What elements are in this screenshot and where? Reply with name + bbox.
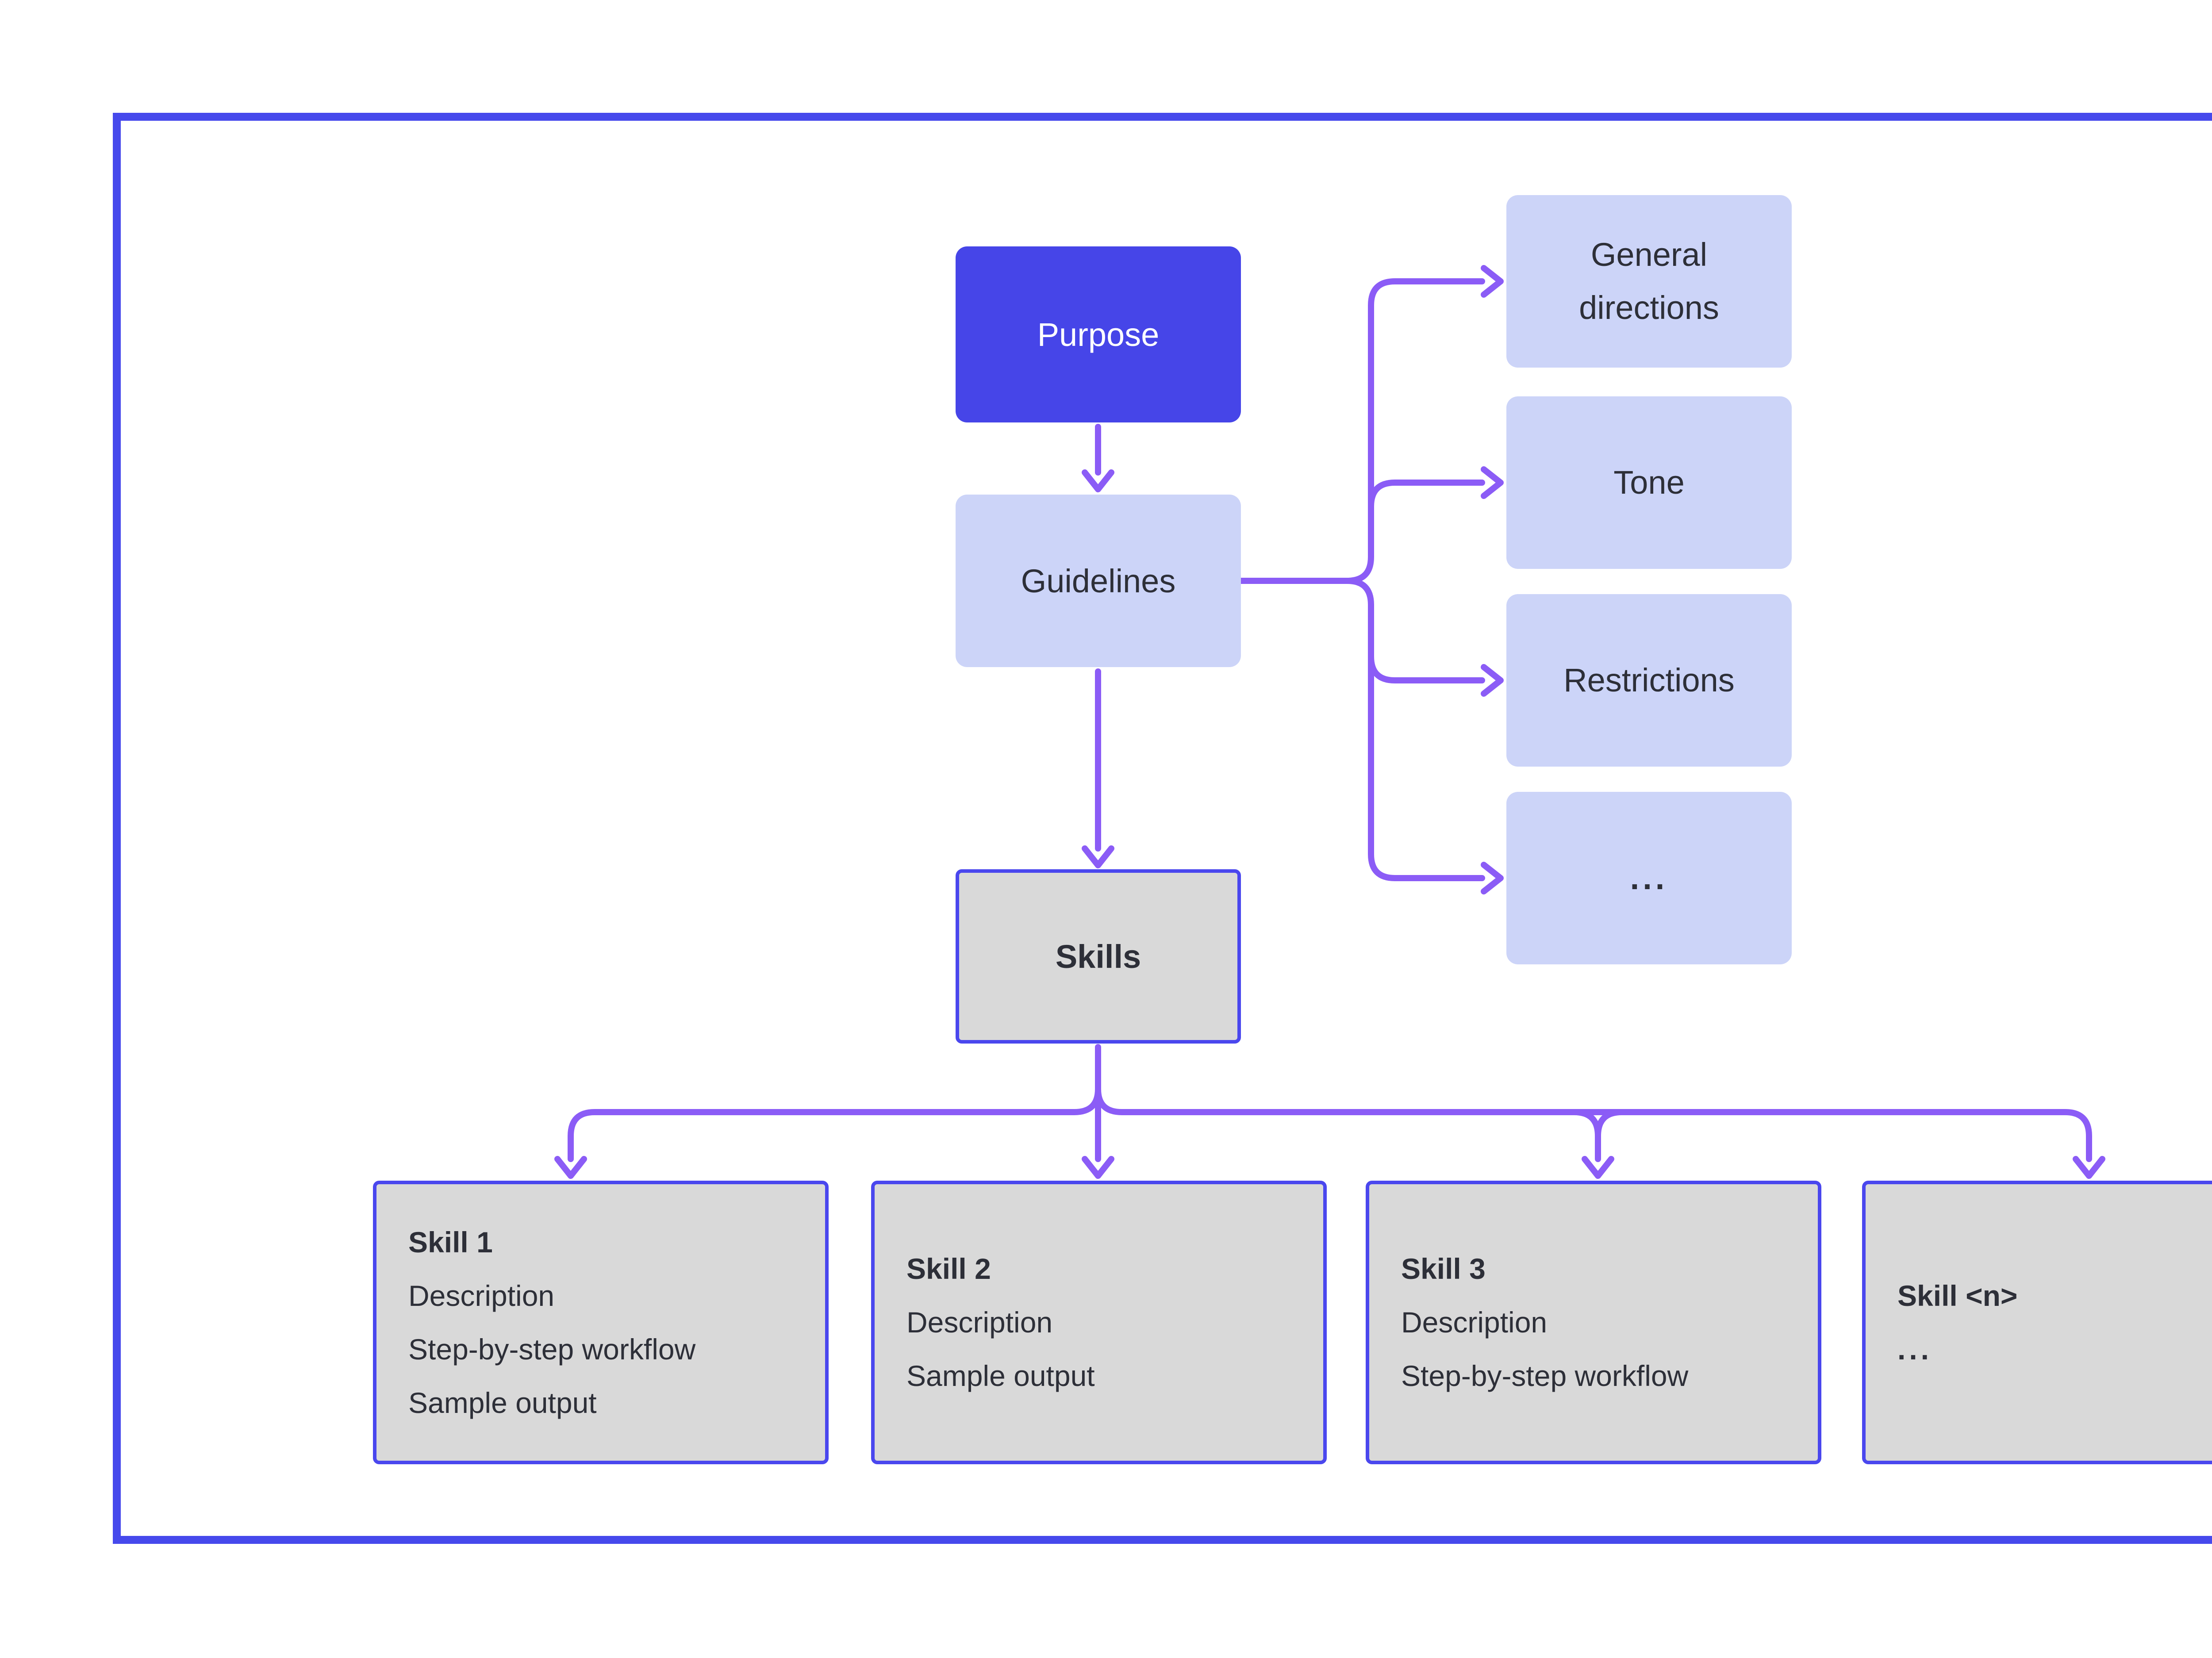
- connector-guidelines-to-general-directions: [1238, 278, 1485, 584]
- node-guidelines: Guidelines: [956, 495, 1241, 667]
- skill-card-title: Skill <n>: [1897, 1279, 2018, 1312]
- arrowhead-right-icon: [1481, 466, 1504, 499]
- arrowhead-right-icon: [1481, 265, 1504, 298]
- arrowhead-down-icon: [1082, 845, 1114, 868]
- node-guidelines-label: Guidelines: [1021, 562, 1176, 599]
- skill-card-line: Step-by-step workflow: [408, 1332, 696, 1366]
- skill-card-1: Skill 1 Description Step-by-step workflo…: [373, 1181, 829, 1464]
- node-purpose: Purpose: [956, 246, 1241, 422]
- skill-card-2: Skill 2 Description Sample output: [871, 1181, 1327, 1464]
- arrowhead-down-icon: [1082, 1156, 1114, 1179]
- node-ellipsis: ...: [1506, 792, 1792, 964]
- node-purpose-label: Purpose: [1037, 316, 1160, 353]
- node-general-directions: General directions: [1506, 195, 1792, 368]
- skill-card-3: Skill 3 Description Step-by-step workflo…: [1366, 1181, 1821, 1464]
- skill-card-title: Skill 3: [1401, 1252, 1486, 1285]
- node-skills: Skills: [956, 869, 1241, 1044]
- arrowhead-down-icon: [554, 1156, 587, 1179]
- arrowhead-down-icon: [1582, 1156, 1614, 1179]
- node-restrictions: Restrictions: [1506, 594, 1792, 767]
- connector-guidelines-to-tone: [1368, 480, 1485, 510]
- arrowhead-right-icon: [1481, 664, 1504, 697]
- node-ellipsis-label: ...: [1630, 860, 1668, 896]
- skill-card-line: Sample output: [408, 1386, 597, 1419]
- connector-skills-to-skill-3: [1571, 1109, 1601, 1162]
- node-tone: Tone: [1506, 396, 1792, 569]
- skill-card-line: Description: [1401, 1306, 1548, 1339]
- node-restrictions-label: Restrictions: [1563, 662, 1735, 699]
- connector-skills-to-skill-n: [1095, 1086, 2092, 1162]
- connector-guidelines-to-restrictions: [1368, 653, 1485, 683]
- arrowhead-right-icon: [1481, 862, 1504, 894]
- skill-card-line: Step-by-step workflow: [1401, 1359, 1689, 1392]
- node-tone-label: Tone: [1613, 464, 1685, 501]
- connector-skills-to-skill-3-fillet: [1595, 1109, 1625, 1139]
- skill-card-title: Skill 2: [906, 1252, 991, 1285]
- arrowhead-down-icon: [2073, 1156, 2105, 1179]
- skill-card-line: Description: [408, 1279, 555, 1312]
- skill-card-line: Sample output: [906, 1359, 1095, 1392]
- node-general-directions-label: General directions: [1579, 236, 1719, 326]
- arrowhead-down-icon: [1082, 469, 1114, 492]
- connector-guidelines-to-ellipsis: [1344, 578, 1485, 881]
- skill-card-line: Description: [906, 1306, 1053, 1339]
- skill-card-n: Skill <n> ...: [1862, 1181, 2212, 1464]
- skill-card-line: ...: [1897, 1332, 1933, 1366]
- skill-card-title: Skill 1: [408, 1225, 493, 1259]
- node-skills-label: Skills: [1055, 938, 1141, 975]
- connector-skills-to-skill-1: [568, 1086, 1101, 1162]
